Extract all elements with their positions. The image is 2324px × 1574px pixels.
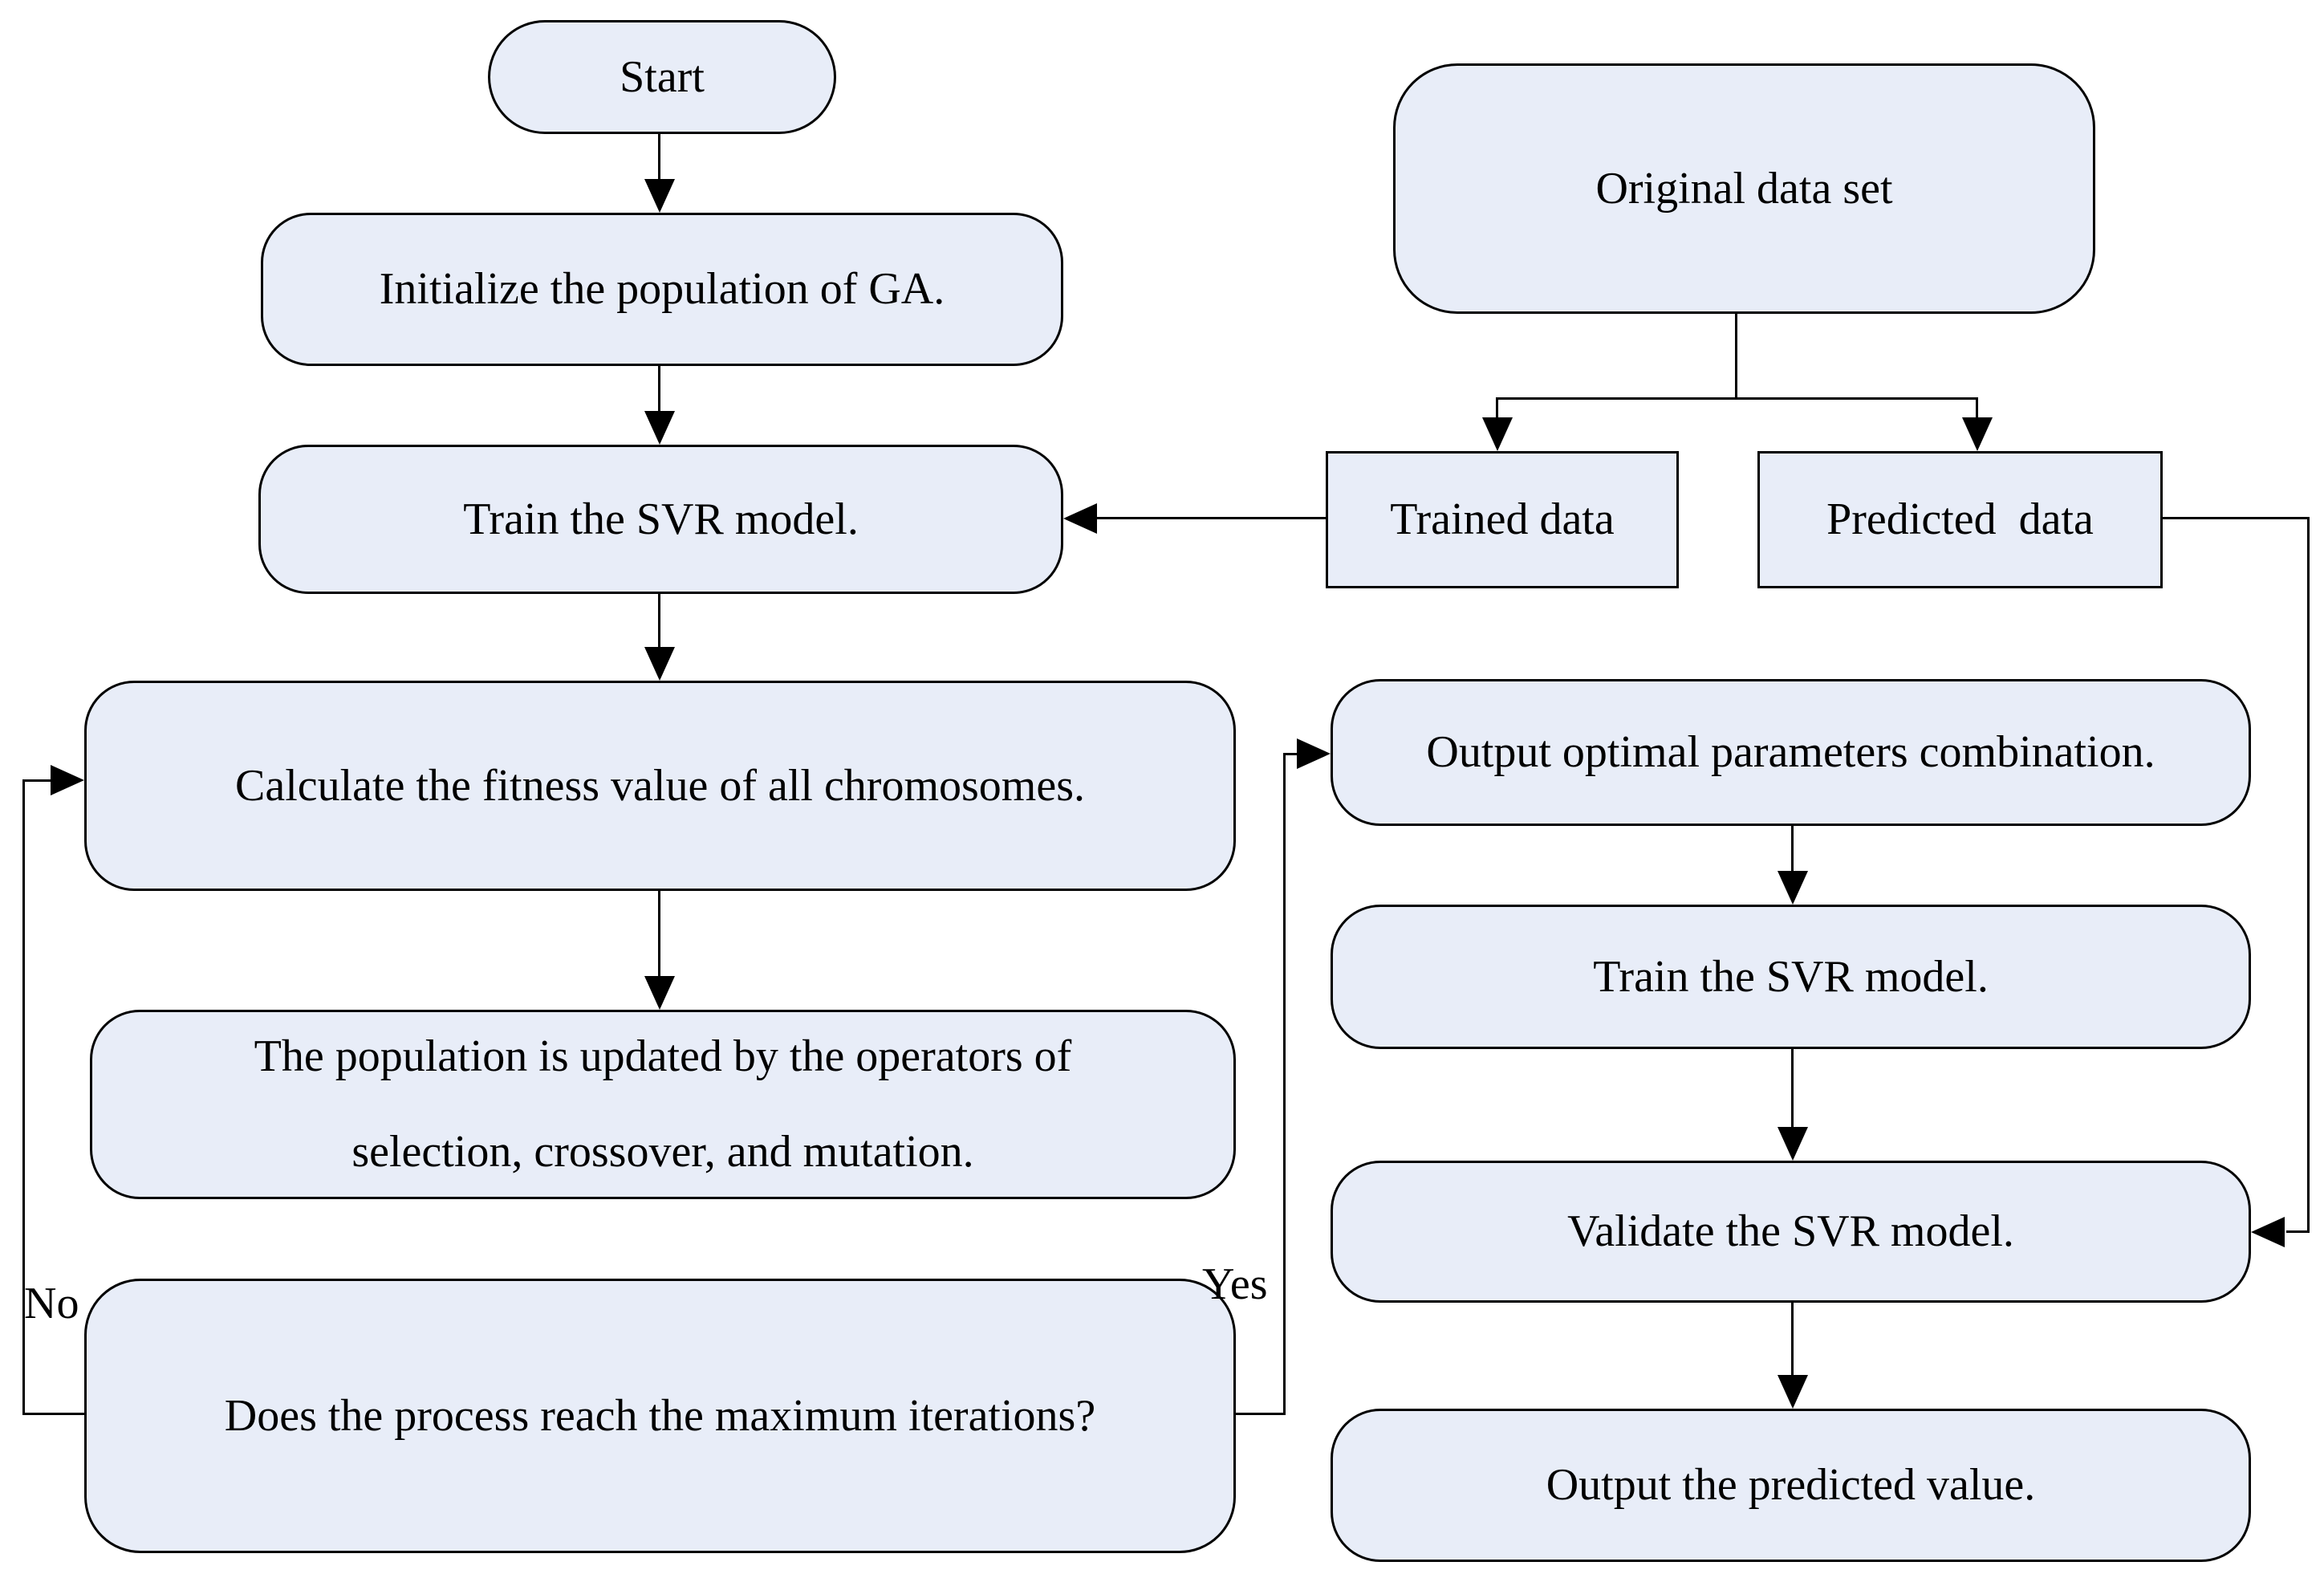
original-data-set-node: Original data set [1393, 63, 2095, 314]
max-iterations-decision-node: Does the process reach the maximum itera… [84, 1279, 1236, 1553]
edge-yes-loop-vertical-line [1283, 753, 1286, 1415]
edge-calculate-to-population-line [658, 891, 660, 978]
arrow-right-icon [1297, 738, 1331, 769]
edge-trained-to-train-line [1095, 517, 1326, 519]
arrow-down-icon [1778, 1127, 1808, 1161]
edge-no-loop-vertical-line [22, 779, 25, 1415]
edge-original-split-cross-line [1496, 397, 1978, 400]
arrow-down-icon [644, 647, 675, 681]
edge-predicted-to-validate-line [2286, 1230, 2310, 1233]
arrow-down-icon [644, 179, 675, 213]
output-predicted-value-node: Output the predicted value. [1331, 1409, 2251, 1562]
edge-train-to-validate-line [1791, 1049, 1794, 1129]
yes-label: Yes [1202, 1259, 1268, 1309]
edge-split-to-predicted-line [1976, 397, 1978, 419]
arrow-down-icon [1962, 417, 1993, 451]
edge-initialize-to-train-line [658, 366, 660, 413]
edge-no-loop-top-line [22, 779, 53, 782]
predicted-data-node: Predicted data [1757, 451, 2163, 588]
edge-optimal-to-train-line [1791, 826, 1794, 872]
arrow-down-icon [1482, 417, 1513, 451]
train-svr-right-node: Train the SVR model. [1331, 905, 2251, 1049]
update-population-line2: selection, crossover, and mutation. [351, 1127, 974, 1177]
edge-split-to-trained-line [1496, 397, 1498, 419]
initialize-population-node: Initialize the population of GA. [261, 213, 1063, 366]
arrow-down-icon [644, 411, 675, 445]
edge-yes-loop-top-line [1283, 753, 1299, 755]
validate-svr-node: Validate the SVR model. [1331, 1161, 2251, 1303]
edge-validate-to-output-line [1791, 1303, 1794, 1377]
arrow-right-icon [51, 765, 84, 795]
edge-original-split-stem-line [1735, 314, 1737, 400]
edge-train-to-calculate-line [658, 594, 660, 649]
arrow-left-icon [1063, 503, 1097, 534]
start-node: Start [488, 20, 836, 134]
update-population-node: The population is updated by the operato… [90, 1010, 1236, 1199]
edge-no-loop-bottom-line [22, 1413, 87, 1415]
edge-start-to-initialize-line [658, 134, 660, 181]
arrow-left-icon [2251, 1217, 2285, 1247]
output-optimal-parameters-node: Output optimal parameters combination. [1331, 679, 2251, 826]
train-svr-left-node: Train the SVR model. [258, 445, 1063, 594]
edge-predicted-vertical-line [2307, 517, 2310, 1233]
calculate-fitness-node: Calculate the fitness value of all chrom… [84, 681, 1236, 891]
arrow-down-icon [1778, 871, 1808, 905]
arrow-down-icon [644, 976, 675, 1010]
arrow-down-icon [1778, 1375, 1808, 1409]
update-population-line1: The population is updated by the operato… [254, 1031, 1072, 1082]
edge-predicted-right-line [2163, 517, 2310, 519]
no-label: No [24, 1279, 79, 1328]
edge-yes-loop-bottom-line [1236, 1413, 1286, 1415]
trained-data-node: Trained data [1326, 451, 1679, 588]
